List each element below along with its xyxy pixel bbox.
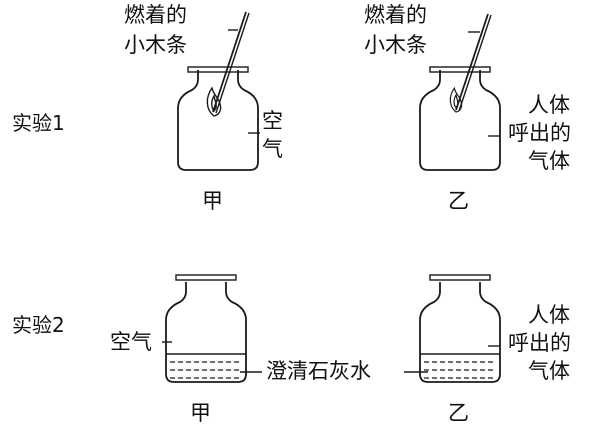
experiment1-right-stick-label-line2: 小木条 [364,33,427,57]
experiment2-row-label: 实验2 [12,313,65,337]
experiment1-right-jar-label: 乙 [448,189,469,213]
experiment2-section: 实验2 空气 澄清石灰水 甲 人体 呼出的 气体 乙 [12,274,571,425]
experiment2-right-gas-label-line3: 气体 [528,359,570,383]
experiment1-left-stick-label-line1: 燃着的 [124,3,187,27]
experiment1-right-gas-label-line1: 人体 [528,93,570,117]
experiment1-left-bottle [177,66,259,171]
experiment2-right-bottle [419,274,501,383]
experiment1-left-jar-label: 甲 [202,189,223,213]
experiment2-right-jar-label: 乙 [448,401,469,425]
experiment1-section: 实验1 燃着的 小木条 空 气 甲 燃着的 小木条 [12,3,571,213]
experiment1-left-gas-label-line2: 气 [262,137,283,161]
experiment2-right-gas-label-line2: 呼出的 [508,331,571,355]
experiment1-left-stick [206,11,250,117]
experiment1-left-gas-label-line1: 空 [262,109,283,133]
experiment2-left-gas-label: 空气 [110,330,152,354]
experiment1-right-stick-label-line1: 燃着的 [364,3,427,27]
experiment1-left-stick-label-line2: 小木条 [124,33,187,57]
experiment1-right-gas-label-line2: 呼出的 [508,121,571,145]
experiment1-right-gas-label-line3: 气体 [528,149,570,173]
experiment1-row-label: 实验1 [12,111,65,135]
experiment2-left-jar-label: 甲 [190,401,211,425]
experiment2-right-gas-label-line1: 人体 [528,303,570,327]
experiment2-left-bottle [165,274,247,383]
experiment1-right-bottle [419,66,501,171]
experiment2-liquid-label: 澄清石灰水 [266,359,371,383]
experiment1-right-stick [449,13,492,113]
